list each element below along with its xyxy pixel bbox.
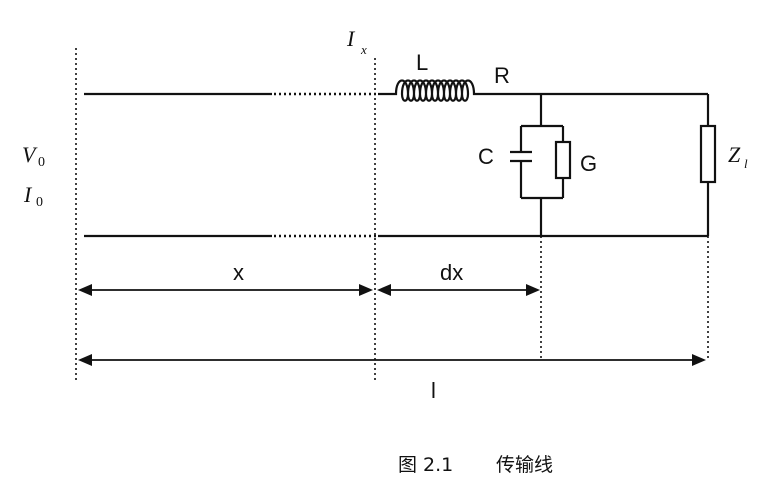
dimension-l-arrow-left (78, 354, 92, 366)
load-impedance-body (699, 124, 717, 184)
label-capacitor: C (478, 144, 494, 169)
label-v0: V (22, 142, 38, 167)
label-ix-subscript: x (360, 42, 367, 57)
dimension-dx-arrow-right (526, 284, 540, 296)
dimension-l-arrow-right (692, 354, 706, 366)
inductor-coil (378, 79, 486, 102)
label-dim-dx: dx (440, 260, 463, 285)
figure-title: 传输线 (496, 454, 553, 476)
dimension-dx-arrow-left (377, 284, 391, 296)
figure-number: 图 2.1 (398, 454, 453, 476)
label-ix: I (346, 26, 356, 51)
label-conductance: G (580, 151, 597, 176)
label-load: Z (728, 142, 741, 167)
label-i0: I (23, 182, 33, 207)
conductance-resistor-body (554, 140, 572, 180)
label-dim-l: l (431, 378, 436, 403)
label-v0-subscript: 0 (38, 155, 45, 170)
label-inductor: L (416, 50, 428, 75)
label-load-subscript: l (744, 156, 748, 171)
dimension-x-arrow-right (359, 284, 373, 296)
label-resistor: R (494, 63, 510, 88)
label-dim-x: x (233, 260, 244, 285)
dimension-x-arrow-left (78, 284, 92, 296)
label-i0-subscript: 0 (36, 195, 43, 210)
